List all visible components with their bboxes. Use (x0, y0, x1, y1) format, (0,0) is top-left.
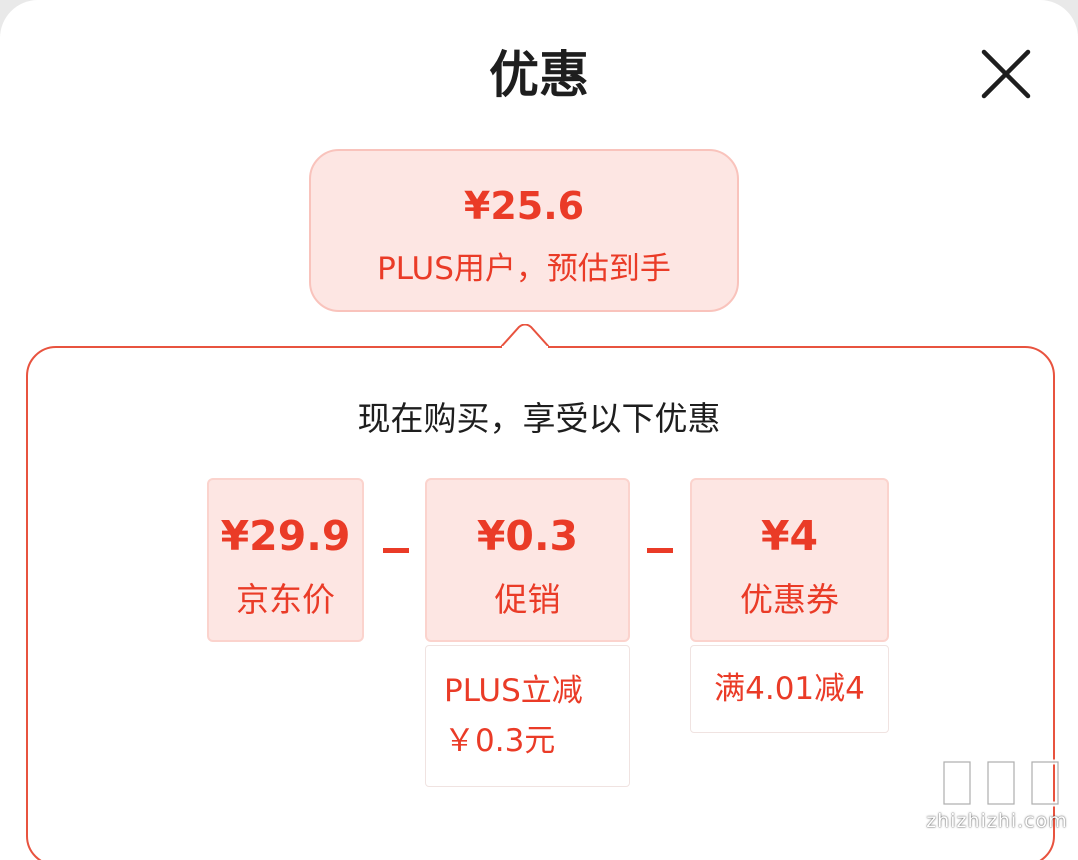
jd-price-amount: ¥29.9 (220, 512, 351, 560)
coupon-label: 优惠券 (740, 580, 839, 619)
breakdown-heading: 现在购买，享受以下优惠 (357, 399, 721, 438)
coupon-detail: 满4.01减4 (690, 645, 889, 733)
estimated-price-bubble: ¥25.6 PLUS用户，预估到手 (309, 149, 739, 312)
estimated-price: ¥25.6 (463, 184, 585, 228)
jd-price-label: 京东价 (236, 580, 335, 619)
promotion-card: ¥0.3 促销 (425, 478, 630, 642)
close-icon (981, 49, 1031, 99)
promotion-detail: PLUS立减 ￥0.3元 (425, 645, 630, 787)
coupon-card: ¥4 优惠券 (690, 478, 889, 642)
promotion-detail-amount: ￥0.3元 (444, 723, 556, 759)
estimated-price-label: PLUS用户，预估到手 (377, 251, 671, 287)
minus-sign (647, 548, 673, 553)
sheet-title: 优惠 (489, 46, 589, 104)
promotion-amount: ¥0.3 (476, 512, 579, 560)
promotion-label: 促销 (494, 580, 561, 619)
panel-pointer-notch (501, 324, 549, 348)
jd-price-card: ¥29.9 京东价 (207, 478, 364, 642)
close-button[interactable] (978, 46, 1034, 102)
coupon-detail-line: 满4.01减4 (714, 671, 865, 707)
coupon-amount: ¥4 (760, 512, 819, 560)
minus-sign (383, 548, 409, 553)
promotion-detail-line: PLUS立减 (444, 673, 583, 709)
